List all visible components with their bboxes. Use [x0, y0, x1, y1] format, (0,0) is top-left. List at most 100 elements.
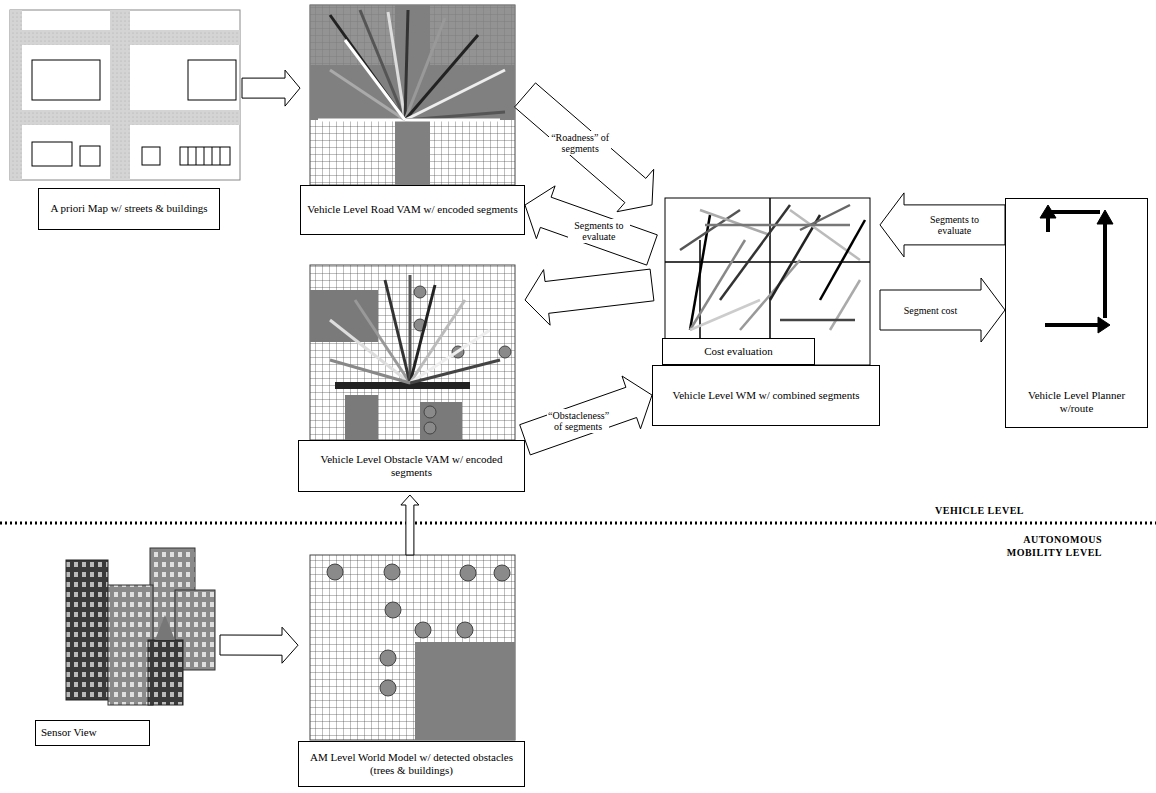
illustration-part	[80, 146, 100, 166]
level-label: AUTONOMOUS MOBILITY LEVEL	[990, 533, 1102, 559]
illustration-part	[770, 215, 820, 300]
illustration-part	[180, 147, 230, 165]
illustration-part	[330, 275, 500, 383]
caption-box: Vehicle Level Road VAM w/ encoded segmen…	[300, 185, 525, 235]
node-text: Vehicle Level WM w/ combined segments	[658, 389, 874, 402]
arrow-label: Segment cost	[900, 304, 962, 317]
illustration-part	[330, 360, 410, 383]
illustration-part	[1048, 212, 1100, 232]
am-world-model-panel: AM Level World Model w/ detected obstacl…	[298, 555, 525, 790]
illustration-part	[32, 142, 72, 166]
illustration-part	[188, 60, 236, 100]
illustration-part	[345, 395, 378, 440]
arrow-label: “Roadness” of segments	[549, 131, 611, 155]
illustration-part	[424, 422, 436, 434]
illustration-part	[415, 642, 515, 740]
illustration-part	[380, 680, 396, 696]
illustration-part	[388, 12, 405, 120]
illustration-part	[410, 330, 490, 383]
illustration-part	[142, 147, 160, 165]
illustration-part	[405, 35, 478, 120]
planner-box: Vehicle Level Planner w/route	[1005, 198, 1148, 428]
illustration-part	[310, 290, 378, 342]
block-arrow	[242, 70, 300, 106]
world-model-panel: Vehicle Level WM w/ combined segments Cos…	[652, 198, 880, 428]
illustration-part	[405, 10, 408, 120]
illustration-part	[1098, 317, 1110, 333]
illustration-part	[335, 382, 470, 389]
caption-box: Vehicle Level WM w/ combined segments	[652, 365, 880, 426]
illustration-part	[330, 70, 405, 120]
illustration-part	[380, 650, 396, 666]
block-arrow	[220, 627, 298, 663]
illustration-part	[499, 346, 511, 358]
illustration-part	[108, 585, 153, 705]
illustration-part	[66, 560, 108, 700]
block-arrow	[525, 269, 654, 325]
illustration-part	[830, 280, 860, 330]
illustration-part	[148, 640, 183, 705]
block-arrow	[520, 376, 652, 455]
route-drawing	[1040, 205, 1113, 333]
road-vam-panel: Vehicle Level Road VAM w/ encoded segmen…	[300, 5, 525, 237]
block-arrow	[515, 83, 654, 212]
illustration-part	[690, 300, 760, 330]
caption-box: A priori Map w/ streets & buildings	[38, 188, 220, 230]
node-text: AM Level World Model w/ detected obstacl…	[304, 751, 519, 777]
caption-box: AM Level World Model w/ detected obstacl…	[298, 741, 525, 787]
node-text: A priori Map w/ streets & buildings	[44, 202, 214, 215]
illustration-part	[310, 555, 515, 740]
illustration-part	[310, 265, 515, 440]
caption-box: Vehicle Level Obstacle VAM w/ encoded se…	[298, 440, 525, 492]
illustration-part	[409, 275, 412, 383]
illustration-part	[1103, 222, 1107, 318]
illustration-part	[700, 210, 770, 235]
illustration-part	[155, 615, 175, 640]
illustration-part	[32, 60, 100, 100]
arrow-label: Segments to evaluate	[568, 219, 630, 243]
block-arrow	[880, 278, 1005, 342]
level-divider	[0, 522, 1156, 525]
illustration-part	[405, 112, 505, 120]
level-label: VEHICLE LEVEL	[935, 504, 1095, 517]
illustration-part	[665, 198, 870, 338]
illustration-part	[10, 10, 240, 180]
illustration-part	[410, 360, 500, 383]
illustration-part	[680, 205, 865, 330]
illustration-part	[460, 565, 476, 581]
illustration-part	[188, 147, 220, 165]
node-text: Vehicle Level Road VAM w/ encoded segmen…	[306, 203, 519, 216]
cost-evaluation-box: Cost evaluation	[662, 338, 815, 365]
illustration-part	[327, 564, 510, 696]
illustration-part	[385, 602, 401, 618]
arrow-label: Segments to evaluate	[924, 213, 986, 237]
illustration-part	[405, 119, 500, 122]
illustration-part	[10, 10, 22, 180]
illustration-part	[110, 10, 130, 180]
caption-box: Sensor View	[35, 720, 150, 746]
illustration-part	[424, 406, 436, 418]
street-map	[10, 10, 240, 180]
illustration-part	[705, 224, 850, 227]
obstacle-vam-panel: Vehicle Level Obstacle VAM w/ encoded se…	[298, 265, 525, 495]
illustration-part	[457, 622, 473, 638]
illustration-part	[420, 402, 462, 440]
illustration-part	[318, 10, 505, 120]
map-panel: A priori Map w/ streets & buildings	[8, 8, 242, 233]
road-vam-grid	[310, 5, 515, 185]
illustration-part	[820, 220, 865, 300]
illustration-part	[327, 564, 343, 580]
illustration-part	[1045, 323, 1098, 327]
sensor-view-panel: Sensor View	[35, 535, 220, 747]
city-buildings	[66, 548, 215, 705]
illustration-part	[405, 70, 505, 120]
arrow-label: “Obstacleness” of segments	[547, 409, 609, 433]
illustration-part	[414, 286, 426, 298]
illustration-part	[680, 210, 740, 250]
obstacle-vam-grid	[310, 265, 515, 440]
planner-caption: Vehicle Level Planner w/route	[1012, 389, 1141, 415]
illustration-part	[1040, 205, 1056, 218]
illustration-part	[405, 18, 445, 120]
illustration-part	[780, 319, 855, 322]
illustration-part	[318, 119, 405, 122]
